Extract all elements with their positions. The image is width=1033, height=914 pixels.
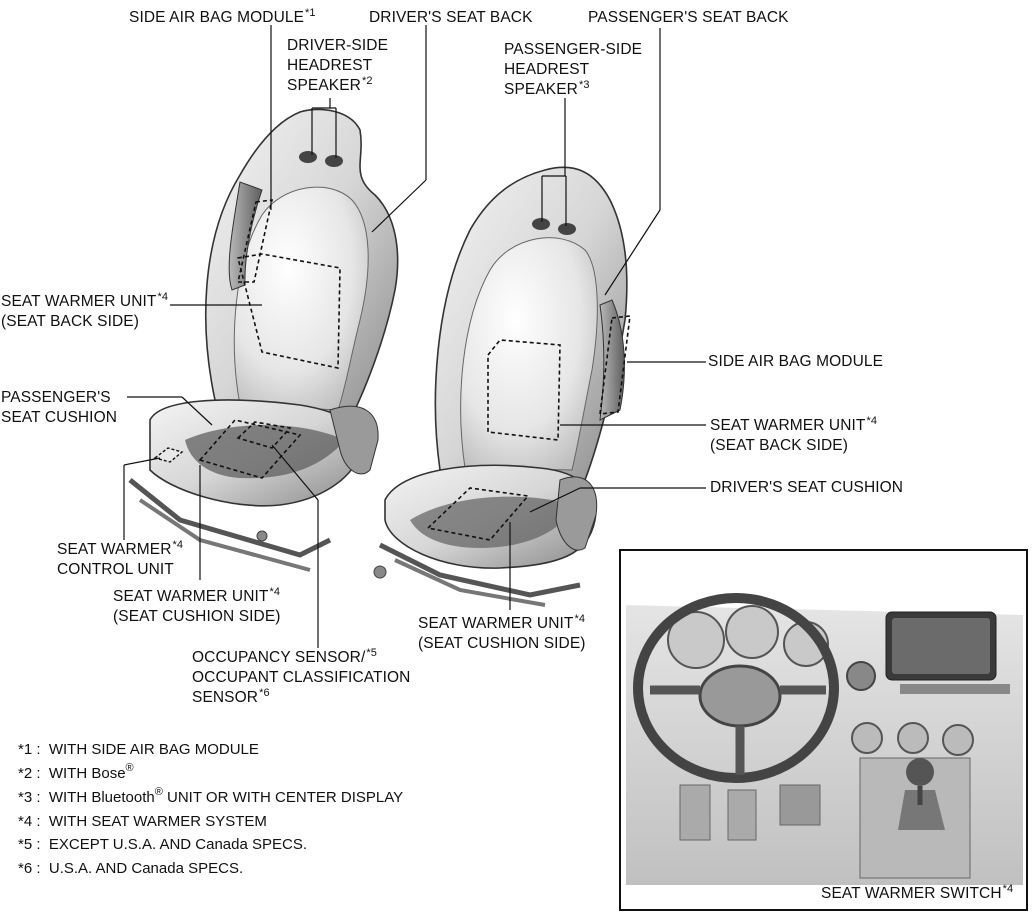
footnote-1: *1 : WITH SIDE AIR BAG MODULE <box>18 741 259 758</box>
occupancy-sensor-label: OCCUPANCY SENSOR/*5 OCCUPANT CLASSIFICAT… <box>192 647 411 706</box>
drivers-seat-cushion-label: DRIVER'S SEAT CUSHION <box>710 479 904 496</box>
side-airbag-module-label-passenger: SIDE AIR BAG MODULE <box>708 353 884 370</box>
left-seat-illustration <box>128 108 399 572</box>
seat-warmer-unit-back-label-left: SEAT WARMER UNIT*4 (SEAT BACK SIDE) <box>1 291 169 330</box>
seat-warmer-unit-cushion-label-right: SEAT WARMER UNIT*4 (SEAT CUSHION SIDE) <box>418 613 586 652</box>
passengers-seat-cushion-label: PASSENGER'S SEAT CUSHION <box>1 389 118 426</box>
footnote-5: *5 : EXCEPT U.S.A. AND Canada SPECS. <box>18 836 308 853</box>
dashboard-inset <box>619 549 1028 911</box>
seat-warmer-unit-cushion-label-left: SEAT WARMER UNIT*4 (SEAT CUSHION SIDE) <box>113 586 281 625</box>
passengers-seat-back-label: PASSENGER'S SEAT BACK <box>588 9 789 26</box>
footnote-2: *2 : WITH Bose® <box>18 762 134 782</box>
footnote-6: *6 : U.S.A. AND Canada SPECS. <box>18 860 244 877</box>
side-airbag-module-label-driver: SIDE AIR BAG MODULE*1 <box>129 7 316 26</box>
passenger-side-headrest-speaker-label: PASSENGER-SIDE HEADREST SPEAKER*3 <box>504 41 643 98</box>
seat-warmer-switch-label: SEAT WARMER SWITCH*4 <box>821 883 1014 902</box>
seat-warmer-unit-back-label-right: SEAT WARMER UNIT*4 (SEAT BACK SIDE) <box>710 415 878 454</box>
footnote-4: *4 : WITH SEAT WARMER SYSTEM <box>18 813 267 830</box>
right-seat-illustration <box>373 166 631 607</box>
drivers-seat-back-label: DRIVER'S SEAT BACK <box>369 9 533 26</box>
driver-side-headrest-speaker-label: DRIVER-SIDE HEADREST SPEAKER*2 <box>287 37 389 94</box>
footnote-3: *3 : WITH Bluetooth® UNIT OR WITH CENTER… <box>18 786 404 806</box>
seat-warmer-control-unit-label: SEAT WARMER*4 CONTROL UNIT <box>57 539 184 578</box>
